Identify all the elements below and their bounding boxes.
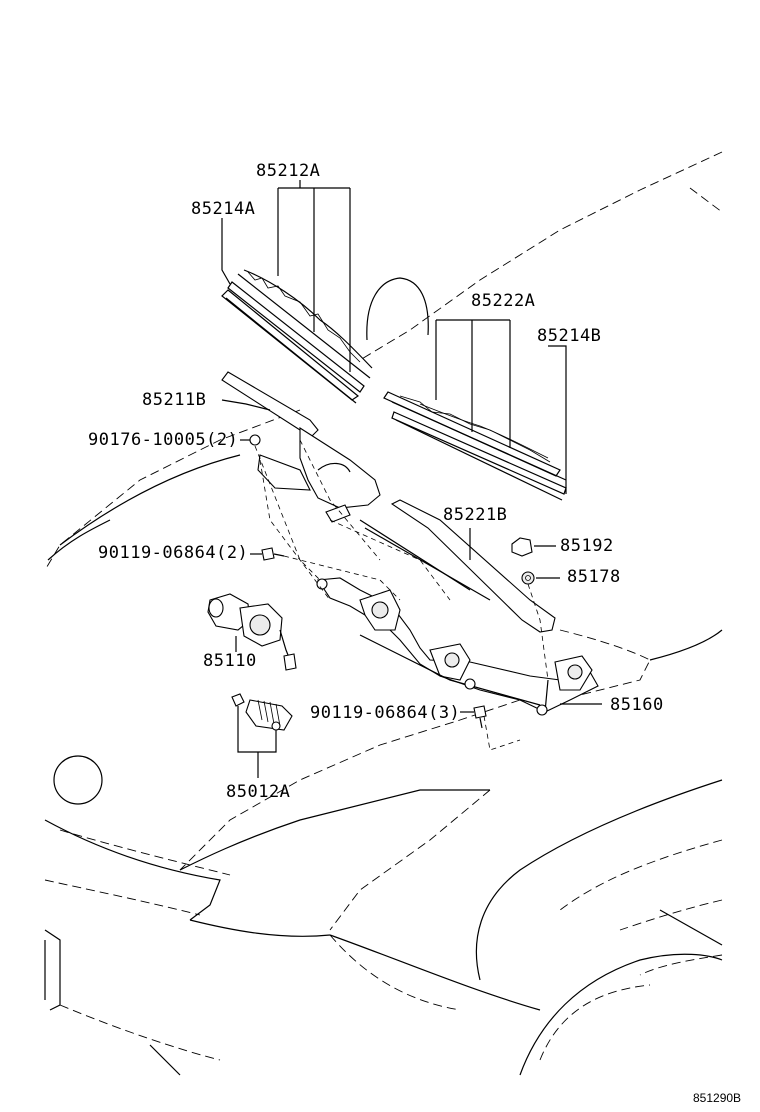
label-85012A: 85012A [226,782,290,802]
small-hardware [231,434,535,729]
part-labels: 85212A 85214A 85222A 85214B 85211B 90176… [88,161,741,1105]
label-85160: 85160 [610,695,664,715]
label-85211B: 85211B [142,390,206,410]
label-85110: 85110 [203,651,257,671]
wiper-blade-left [221,269,373,404]
wiper-arm-right [359,499,556,633]
label-85212A: 85212A [256,161,320,181]
label-90176-10005: 90176-10005(2) [88,430,238,450]
label-85222A: 85222A [471,291,535,311]
wiper-motor [207,593,297,671]
wiper-blade-right [383,391,567,501]
label-85178: 85178 [567,567,621,587]
wiper-arm-left [221,371,381,523]
leader-lines [221,180,602,778]
label-90119-06864-2: 90119-06864(2) [98,543,248,563]
bracket-85012A [245,699,293,731]
label-90119-06864-3: 90119-06864(3) [310,703,460,723]
label-85214A: 85214A [191,199,255,219]
label-85221B: 85221B [443,505,507,525]
label-85192: 85192 [560,536,614,556]
wiper-linkage [316,577,599,716]
vehicle-body-outline [44,151,723,1076]
figure-id: 851290B [693,1091,741,1105]
label-85214B: 85214B [537,326,601,346]
